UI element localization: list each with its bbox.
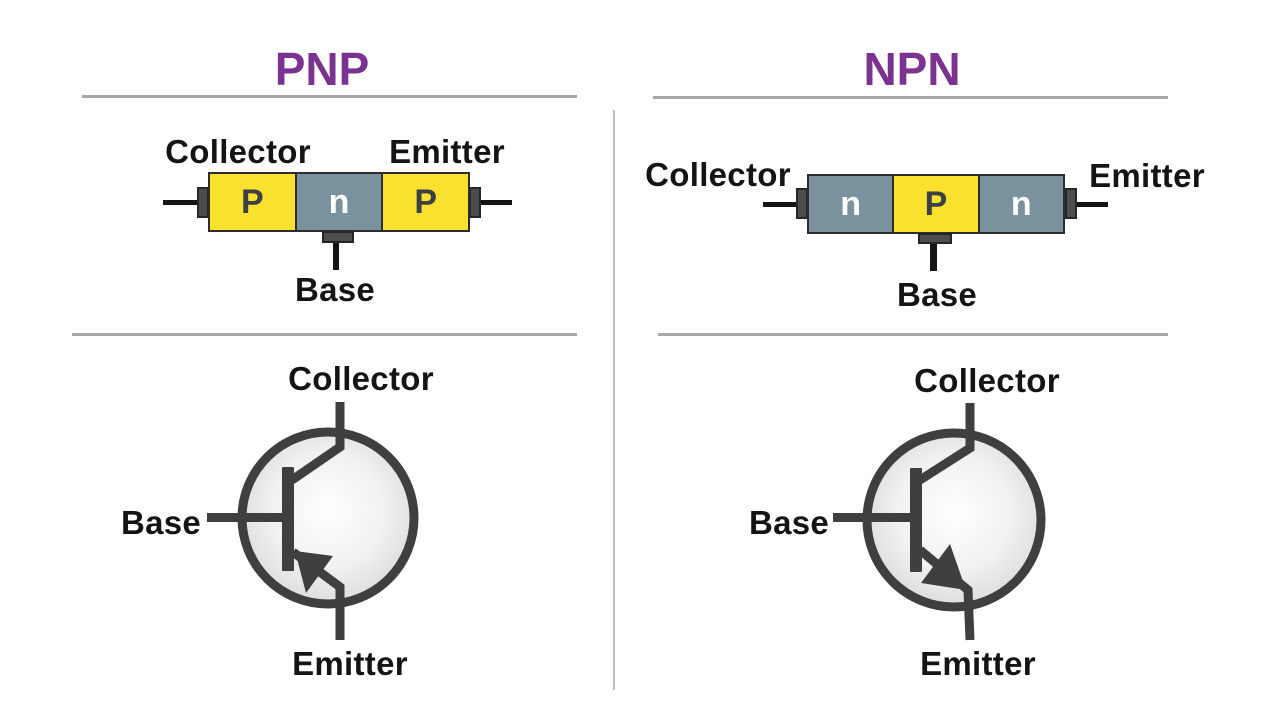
middle-rule-right — [658, 333, 1168, 336]
pnp-symbol-base-label: Base — [120, 504, 202, 541]
pnp-symbol-collector-label: Collector — [288, 360, 434, 397]
npn-base-wire — [930, 244, 937, 271]
pnp-symbol-base-lead — [207, 513, 282, 522]
pnp-segment-p-left: P — [210, 174, 295, 230]
pnp-block-base-label: Base — [294, 271, 376, 308]
pnp-emitter-wire — [479, 200, 512, 205]
pnp-title: PNP — [274, 43, 370, 95]
npn-symbol-base-bar — [910, 468, 922, 572]
npn-symbol-emitter-arrow-outward — [921, 544, 966, 590]
npn-base-terminal-stub — [918, 233, 952, 244]
npn-segment-n-right: n — [977, 176, 1063, 232]
npn-symbol-base-lead — [833, 513, 910, 522]
pnp-symbol-emitter-label: Emitter — [292, 645, 408, 682]
npn-segment-n-left: n — [809, 176, 893, 232]
pnp-transistor-symbol — [207, 402, 419, 640]
npn-block-base-label: Base — [896, 276, 978, 313]
npn-symbol-collector-label: Collector — [914, 362, 1060, 399]
npn-emitter-terminal-stub — [1065, 188, 1077, 219]
pnp-base-wire — [333, 243, 339, 270]
pnp-collector-wire — [163, 200, 199, 205]
npn-title: NPN — [863, 43, 961, 95]
pnp-block-emitter-label: Emitter — [389, 133, 505, 170]
npn-collector-wire — [763, 202, 799, 207]
npn-block-collector-label: Collector — [645, 156, 791, 193]
npn-symbol-emitter-label: Emitter — [920, 645, 1036, 682]
npn-semiconductor-block: n P n — [807, 174, 1065, 234]
npn-symbol-collector-lead — [917, 403, 975, 484]
npn-emitter-wire — [1076, 202, 1108, 207]
top-rule-left — [82, 95, 577, 98]
pnp-segment-p-right: P — [381, 174, 469, 230]
pnp-symbol-collector-lead — [289, 402, 345, 484]
pnp-block-collector-label: Collector — [165, 133, 311, 170]
pnp-segment-n-middle: n — [294, 174, 382, 230]
pnp-symbol-emitter-arrow-inward — [295, 551, 333, 593]
top-rule-right — [653, 96, 1168, 99]
npn-symbol-base-label: Base — [748, 504, 830, 541]
middle-rule-left — [72, 333, 577, 336]
npn-block-emitter-label: Emitter — [1089, 157, 1205, 194]
column-divider — [613, 110, 615, 690]
pnp-symbol-base-bar — [282, 467, 294, 571]
pnp-base-terminal-stub — [322, 231, 354, 243]
pnp-emitter-terminal-stub — [469, 187, 481, 218]
npn-segment-p-middle: P — [892, 176, 978, 232]
npn-transistor-symbol — [833, 403, 1046, 641]
pnp-semiconductor-block: P n P — [208, 172, 470, 232]
